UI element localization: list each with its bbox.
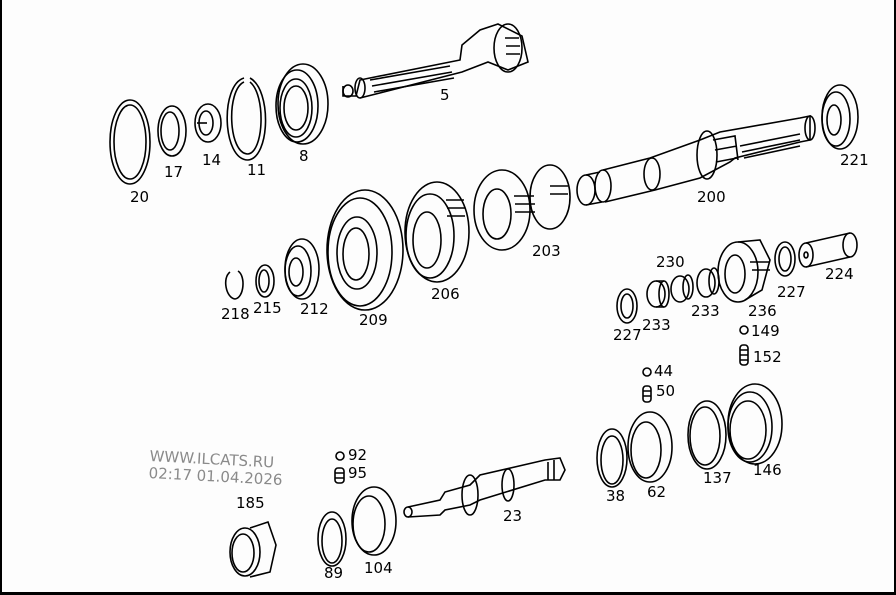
part-224-reverse-shaft-icon [798, 232, 858, 268]
part-label-20: 20 [130, 188, 150, 206]
part-212-bearing-icon [284, 238, 320, 300]
part-label-137: 137 [703, 469, 732, 487]
part-200-main-shaft-icon [576, 115, 816, 206]
part-104-sleeve-icon [351, 486, 397, 556]
part-206-gear-icon [404, 181, 470, 283]
part-50-spring-icon [642, 385, 652, 403]
part-label-38: 38 [606, 487, 626, 505]
part-230-spacer-icon [670, 274, 694, 303]
part-14-seal-icon [194, 103, 222, 143]
part-label-92: 92 [348, 446, 368, 464]
part-209-gear-icon [326, 189, 404, 311]
part-label-5: 5 [440, 86, 450, 104]
part-23-output-shaft-icon [403, 457, 566, 518]
part-227-washer-left-icon [616, 288, 638, 324]
part-236-reverse-gear-icon [717, 239, 771, 303]
part-20-ring-icon [109, 99, 151, 185]
part-label-17: 17 [164, 163, 184, 181]
part-233-needle-bearing-left-icon [646, 280, 670, 308]
part-17-ring-icon [157, 105, 187, 157]
part-label-227: 227 [777, 283, 806, 301]
part-5-input-shaft-icon [342, 23, 529, 99]
part-221-bearing-icon [821, 84, 859, 150]
part-label-104: 104 [364, 559, 393, 577]
part-149-ball-icon [739, 325, 749, 335]
part-92-ball-icon [335, 451, 345, 461]
part-label-218: 218 [221, 305, 250, 323]
part-203-gear-icon [473, 164, 571, 251]
part-62-sleeve-icon [627, 411, 673, 483]
part-label-89: 89 [324, 564, 344, 582]
part-152-spring-icon [739, 344, 749, 366]
part-38-synchro-ring-icon [596, 428, 628, 488]
part-215-washer-icon [255, 264, 275, 298]
part-8-bearing-icon [275, 63, 329, 145]
part-label-212: 212 [300, 300, 329, 318]
part-185-sleeve-icon [229, 520, 277, 578]
part-label-152: 152 [753, 348, 782, 366]
part-227-washer-right-icon [774, 241, 796, 277]
part-label-95: 95 [348, 464, 368, 482]
part-218-circlip-icon [224, 270, 244, 300]
part-137-synchro-ring-icon [687, 400, 727, 470]
part-label-146: 146 [753, 461, 782, 479]
part-95-spring-icon [334, 467, 345, 484]
part-label-203: 203 [532, 242, 561, 260]
part-label-149: 149 [751, 322, 780, 340]
watermark: WWW.ILCATS.RU 02:17 01.04.2026 [148, 447, 283, 489]
part-label-215: 215 [253, 299, 282, 317]
part-label-230: 230 [656, 253, 685, 271]
part-label-221: 221 [840, 151, 869, 169]
part-label-233: 233 [691, 302, 720, 320]
part-label-11: 11 [247, 161, 267, 179]
part-label-62: 62 [647, 483, 667, 501]
part-44-ball-icon [642, 367, 652, 377]
part-label-236: 236 [748, 302, 777, 320]
part-label-224: 224 [825, 265, 854, 283]
part-233-needle-bearing-right-icon [696, 267, 720, 298]
part-label-23: 23 [503, 507, 523, 525]
part-label-50: 50 [656, 382, 676, 400]
part-label-8: 8 [299, 147, 309, 165]
part-146-sleeve-icon [727, 383, 783, 465]
part-11-snap-ring-icon [226, 77, 267, 161]
part-label-14: 14 [202, 151, 222, 169]
part-label-185: 185 [236, 494, 265, 512]
part-label-209: 209 [359, 311, 388, 329]
part-label-200: 200 [697, 188, 726, 206]
part-label-206: 206 [431, 285, 460, 303]
part-label-233: 233 [642, 316, 671, 334]
part-89-synchro-ring-icon [317, 511, 347, 567]
part-label-44: 44 [654, 362, 674, 380]
part-label-227: 227 [613, 326, 642, 344]
